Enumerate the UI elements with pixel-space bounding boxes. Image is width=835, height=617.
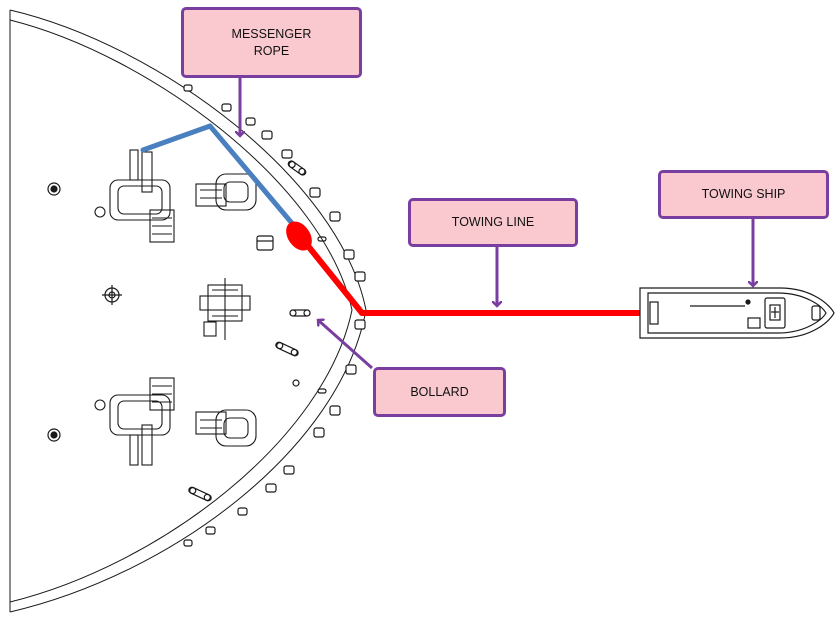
- bollards: [188, 160, 311, 502]
- messenger-rope: [140, 123, 299, 231]
- hull-outline: [9, 9, 367, 613]
- callout-towing-ship: TOWING SHIP: [658, 170, 829, 219]
- deck-fittings: [47, 182, 327, 442]
- callout-towing-line: TOWING LINE: [408, 198, 578, 247]
- rope-shackle: [286, 221, 312, 251]
- towing-line: [297, 233, 643, 316]
- arrow-bollard: [318, 320, 373, 370]
- deck-fitting-upper: [47, 182, 61, 196]
- towing-ship: [639, 287, 835, 339]
- deck-fitting-lower: [47, 428, 61, 442]
- callout-bollard: BOLLARD: [373, 367, 506, 417]
- windlass-lower: [94, 377, 257, 466]
- callout-messenger-rope: MESSENGER ROPE: [181, 7, 362, 78]
- deck-fitting-center: [102, 285, 122, 305]
- windlass-upper: [94, 149, 257, 243]
- callout-arrows: [240, 78, 753, 370]
- winch-middle: [199, 278, 251, 340]
- fairleads: [183, 84, 366, 547]
